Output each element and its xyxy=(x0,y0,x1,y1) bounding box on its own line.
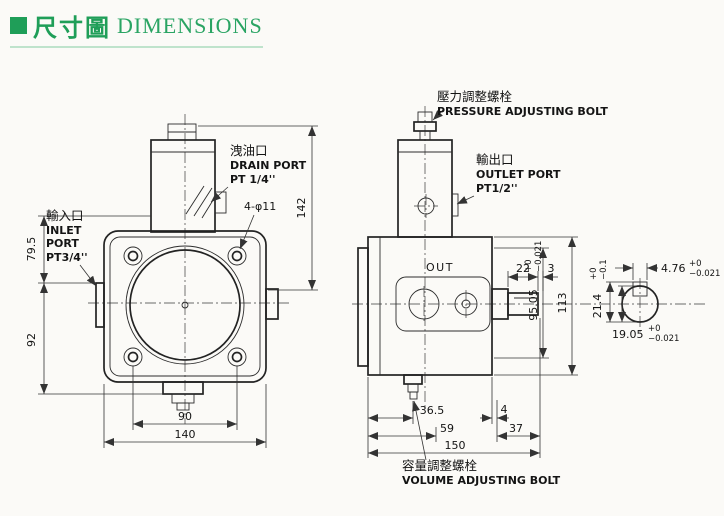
page-title-cjk: 尺寸圖 xyxy=(33,14,111,42)
volume-bolt-en: VOLUME ADJUSTING BOLT xyxy=(402,474,561,487)
shaft xyxy=(491,288,539,320)
inlet-boss xyxy=(95,282,105,328)
inlet-port-en2: PORT xyxy=(46,237,79,250)
drain-port-label: 洩油口 DRAIN PORT PT 1/4'' xyxy=(210,143,307,203)
mounting-holes xyxy=(123,246,247,367)
holes-callout: 4-φ11 xyxy=(239,200,276,250)
drain-port-size: PT 1/4'' xyxy=(230,173,275,186)
dim-36-5: 36.5 xyxy=(420,404,445,417)
front-left-dims: 79.5 92 xyxy=(25,215,163,395)
pump-body-front xyxy=(95,230,279,411)
dim-4-76-tol-minus: −0.021 xyxy=(689,269,720,279)
out-marking: OUT xyxy=(426,261,454,274)
dim-21-4-tol-minus: −0.1 xyxy=(599,259,609,280)
volume-bolt-label: 容量調整螺栓 VOLUME ADJUSTING BOLT xyxy=(402,400,561,487)
dim-140: 140 xyxy=(175,428,196,441)
key xyxy=(632,281,648,297)
dim-79-5: 79.5 xyxy=(25,237,38,262)
dim-19-05-tol-plus: +0 xyxy=(648,324,661,334)
outlet-port-size: PT1/2'' xyxy=(476,182,518,195)
dim-150: 150 xyxy=(445,439,466,452)
front-right-dim: 142 xyxy=(198,125,318,291)
pressure-bolt-cjk: 壓力調整螺栓 xyxy=(437,89,513,104)
dim-142: 142 xyxy=(295,198,308,219)
dim-19-05: 19.05 xyxy=(612,328,644,341)
dim-37: 37 xyxy=(509,422,523,435)
upper-housing-side xyxy=(397,139,459,238)
dim-95-05-tol-plus: +0 xyxy=(524,259,534,272)
outlet-port-label: 輸出口 OUTLET PORT PT1/2'' xyxy=(456,152,561,205)
outlet-boss-front xyxy=(265,288,279,320)
dim-4: 4 xyxy=(501,403,508,416)
dim-4-76-tol-plus: +0 xyxy=(689,259,702,269)
drain-port-cjk: 洩油口 xyxy=(230,143,268,158)
page-title: 尺寸圖 DIMENSIONS xyxy=(10,8,263,48)
page-title-en: DIMENSIONS xyxy=(117,12,263,38)
outlet-boss-side xyxy=(451,193,459,217)
dim-113: 113 xyxy=(556,293,569,314)
inlet-port-label: 輸入口 INLET PORT PT3/4'' xyxy=(46,208,97,287)
volume-bolt-cjk: 容量調整螺栓 xyxy=(402,458,478,473)
side-view: 壓力調整螺栓 PRESSURE ADJUSTING BOLT 輸出口 OUTLE… xyxy=(352,89,720,487)
inlet-port-cjk: 輸入口 xyxy=(46,208,84,223)
dim-4xd11: 4-φ11 xyxy=(244,200,276,213)
front-bottom-dims: 90 140 xyxy=(103,366,267,448)
dim-95-05: 95.05 xyxy=(527,289,540,321)
dim-21-4-tol-plus: +0 xyxy=(589,267,599,280)
title-bullet-icon xyxy=(10,17,27,34)
shaft-end-detail: 4.76 +0 −0.021 21.4 +0 −0.1 19.05 +0 −0.… xyxy=(589,259,720,344)
inlet-port-en1: INLET xyxy=(46,224,82,237)
side-bottom-dims: 36.5 4 59 37 150 xyxy=(367,318,541,458)
dim-3: 3 xyxy=(548,262,555,275)
dim-22: 22 xyxy=(516,262,530,275)
volume-adjusting-bolt xyxy=(403,374,423,400)
drain-port-en: DRAIN PORT xyxy=(230,159,307,172)
dim-19-05-tol-minus: −0.021 xyxy=(648,334,679,344)
pressure-bolt-label: 壓力調整螺栓 PRESSURE ADJUSTING BOLT xyxy=(432,89,608,121)
mounting-flange xyxy=(357,247,369,367)
dim-21-4: 21.4 xyxy=(591,294,604,319)
pressure-bolt-en: PRESSURE ADJUSTING BOLT xyxy=(437,105,608,118)
side-right-dims: 95.05 +0 −0.021 113 xyxy=(494,236,578,376)
dim-92: 92 xyxy=(25,333,38,347)
dim-90: 90 xyxy=(178,410,192,423)
inlet-port-size: PT3/4'' xyxy=(46,251,88,264)
dim-59: 59 xyxy=(440,422,454,435)
dim-95-05-tol-minus: −0.021 xyxy=(534,241,544,272)
front-view: 79.5 92 142 90 140 4-φ11 洩油口 xyxy=(25,114,318,448)
outlet-port-en: OUTLET PORT xyxy=(476,168,561,181)
outlet-port-cjk: 輸出口 xyxy=(476,152,514,167)
pump-neck-front xyxy=(150,123,227,233)
dim-4-76: 4.76 xyxy=(661,262,686,275)
